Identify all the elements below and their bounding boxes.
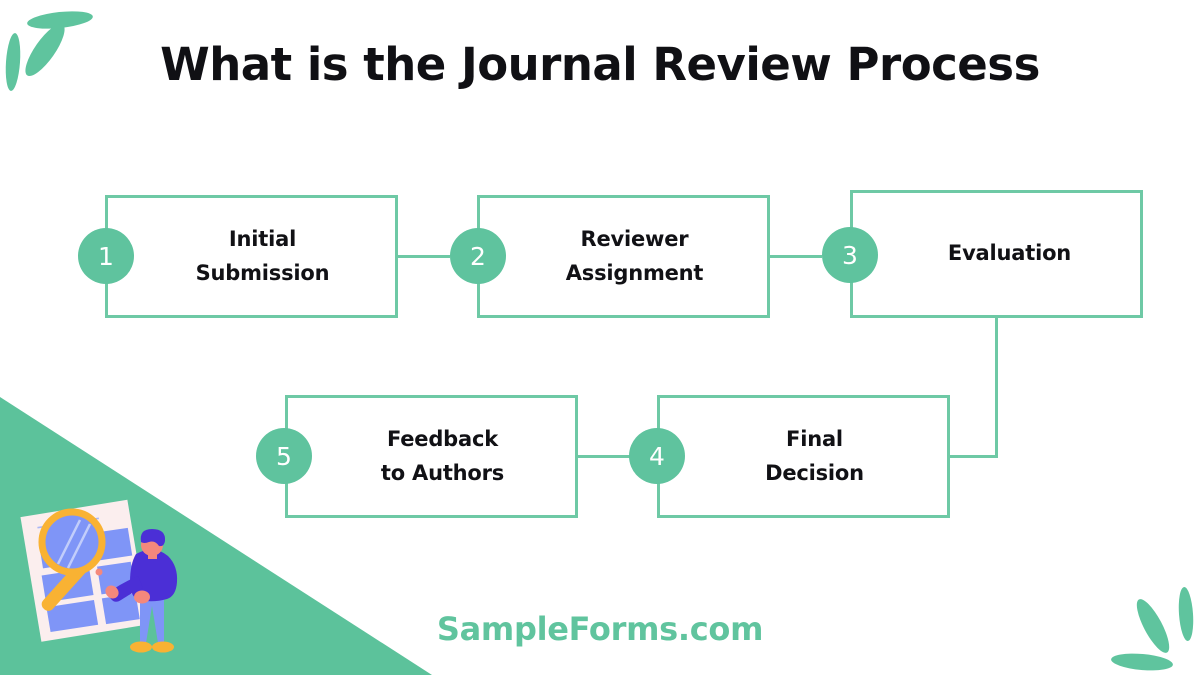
step-number-3: 3: [842, 240, 858, 270]
leaf-decoration-top-left-icon: [0, 2, 120, 102]
step-label-4: Final Decision: [765, 427, 864, 485]
step-number-2: 2: [470, 241, 486, 271]
step-box-3[interactable]: Evaluation: [850, 190, 1143, 318]
step-label-2: Reviewer Assignment: [565, 227, 704, 285]
person-with-magnifying-glass-illustration: [12, 498, 202, 663]
step-label-5: Feedback to Authors: [380, 427, 505, 485]
connector-step3-to-step4-vertical: [995, 318, 998, 458]
step-number-5: 5: [276, 441, 292, 471]
step-label-3: Evaluation: [947, 241, 1072, 266]
step-number-badge-5[interactable]: 5: [256, 428, 312, 484]
step-box-1[interactable]: Initial Submission: [105, 195, 398, 318]
leaf-decoration-bottom-right-icon: [1090, 570, 1200, 675]
connector-step3-to-step4-horizontal: [950, 455, 998, 458]
site-watermark: SampleForms.com: [436, 610, 764, 648]
step-number-1: 1: [98, 241, 114, 271]
connector-step1-to-step2: [398, 255, 450, 258]
step-number-4: 4: [649, 441, 665, 471]
step-box-4[interactable]: Final Decision: [657, 395, 950, 518]
step-number-badge-3[interactable]: 3: [822, 227, 878, 283]
connector-step2-to-step3: [770, 255, 822, 258]
step-label-1: Initial Submission: [195, 227, 330, 285]
page-title: What is the Journal Review Process: [160, 38, 1040, 91]
step-number-badge-2[interactable]: 2: [450, 228, 506, 284]
connector-step4-to-step5: [578, 455, 630, 458]
step-box-5[interactable]: Feedback to Authors: [285, 395, 578, 518]
step-box-2[interactable]: Reviewer Assignment: [477, 195, 770, 318]
step-number-badge-4[interactable]: 4: [629, 428, 685, 484]
step-number-badge-1[interactable]: 1: [78, 228, 134, 284]
